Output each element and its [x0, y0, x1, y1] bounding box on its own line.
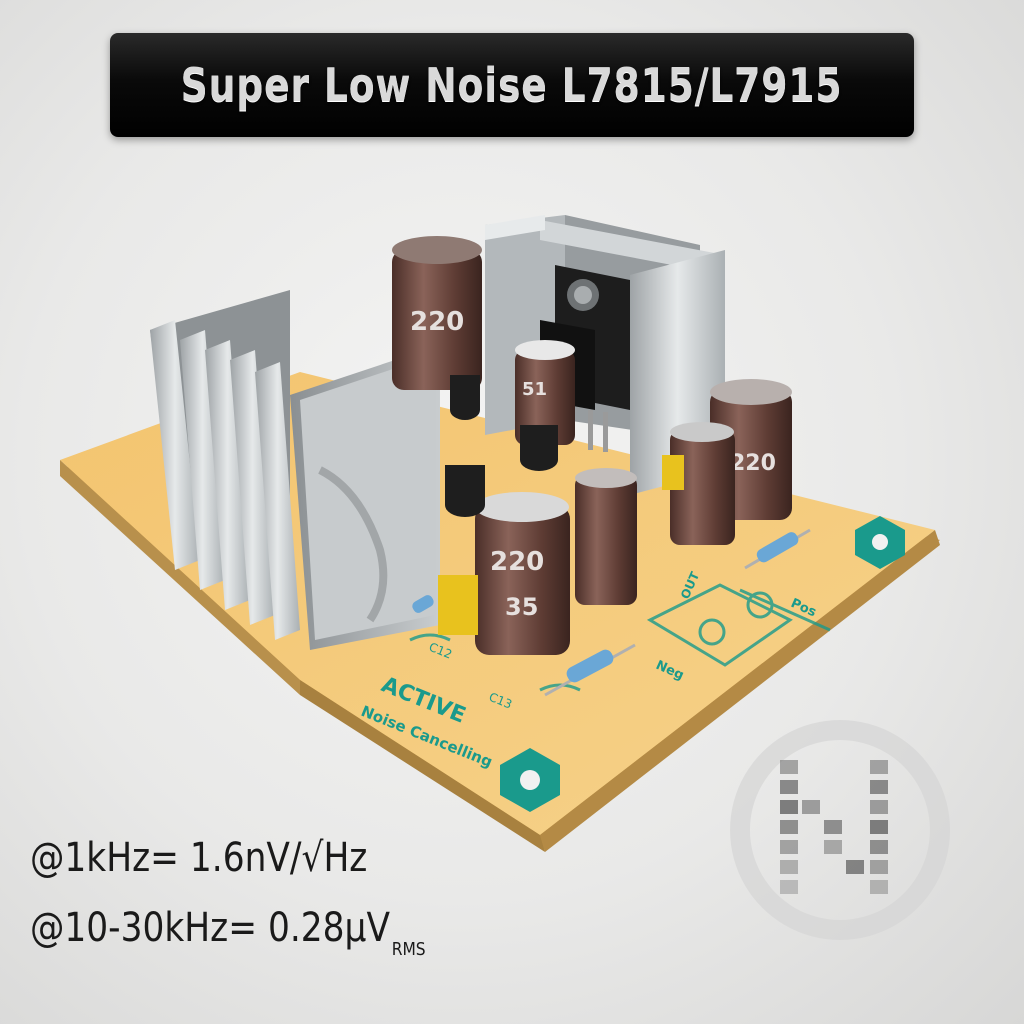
svg-text:220: 220	[490, 547, 544, 577]
mounting-hole	[855, 516, 905, 569]
title-banner: Super Low Noise L7815/L7915	[110, 33, 914, 137]
capacitor	[670, 422, 735, 545]
spec-noise-rms-value: @10-30kHz= 0.28µV	[30, 905, 390, 951]
resistor	[544, 643, 636, 697]
capacitor	[575, 468, 637, 605]
film-capacitor	[662, 455, 684, 490]
transistor	[445, 465, 485, 517]
spec-noise-density: @1kHz= 1.6nV/√Hz	[30, 835, 368, 881]
transistor	[450, 375, 480, 420]
spec-noise-rms: @10-30kHz= 0.28µVRMS	[30, 905, 426, 960]
brand-logo	[730, 720, 951, 940]
svg-text:220: 220	[730, 451, 776, 476]
svg-text:35: 35	[505, 593, 538, 621]
page-title: Super Low Noise L7815/L7915	[181, 58, 843, 112]
svg-text:220: 220	[410, 307, 464, 337]
heatsink-left	[150, 290, 440, 650]
capacitor: 220 35	[475, 492, 570, 655]
resistor	[744, 528, 811, 570]
capacitor: 51	[515, 340, 575, 445]
svg-text:51: 51	[522, 379, 547, 400]
mounting-hole	[500, 748, 560, 812]
spec-noise-rms-subscript: RMS	[391, 939, 426, 960]
capacitor: 220	[392, 236, 482, 390]
film-capacitor	[438, 575, 478, 635]
transistor	[520, 425, 558, 471]
resistor	[412, 595, 434, 613]
